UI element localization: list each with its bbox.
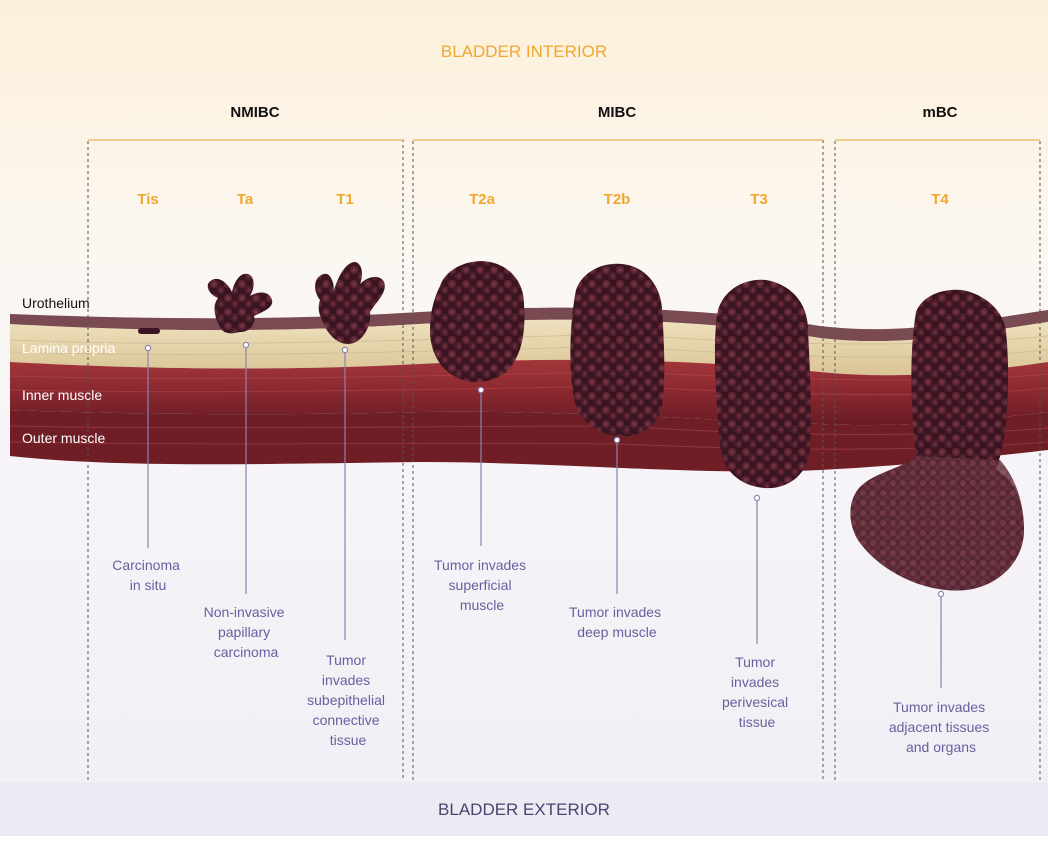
t3-leader-dot [754, 495, 759, 500]
bladder-interior-label: BLADDER INTERIOR [441, 42, 607, 61]
t4-leader-dot [938, 591, 943, 596]
ta-leader-dot [243, 342, 248, 347]
tis-leader-dot [145, 345, 150, 350]
layer-label-urothelium: Urothelium [22, 295, 90, 311]
layer-label-outer-muscle: Outer muscle [22, 430, 105, 446]
t2b-leader-dot [614, 437, 619, 442]
group-mibc: MIBC [598, 104, 636, 121]
group-nmibc: NMIBC [230, 104, 279, 121]
stage-code-t2b: T2b [604, 191, 631, 208]
layer-label-inner-muscle: Inner muscle [22, 387, 102, 403]
tis-lesion [138, 328, 160, 334]
t2a-leader-dot [478, 387, 483, 392]
group-mbc: mBC [922, 104, 957, 121]
t3-tumor [715, 280, 811, 488]
bladder-exterior-label: BLADDER EXTERIOR [438, 800, 610, 819]
stage-code-t4: T4 [931, 191, 949, 208]
stage-code-t2a: T2a [469, 191, 496, 208]
layer-label-lamina-propria: Lamina propria [22, 340, 116, 356]
stage-code-t3: T3 [750, 191, 768, 208]
tissue-layers [10, 308, 1048, 472]
stage-code-t1: T1 [336, 191, 354, 208]
stage-code-ta: Ta [237, 191, 254, 208]
t1-leader-dot [342, 347, 347, 352]
t2a-tumor [430, 261, 524, 382]
t2b-tumor [570, 264, 664, 436]
stage-code-tis: Tis [137, 191, 158, 208]
